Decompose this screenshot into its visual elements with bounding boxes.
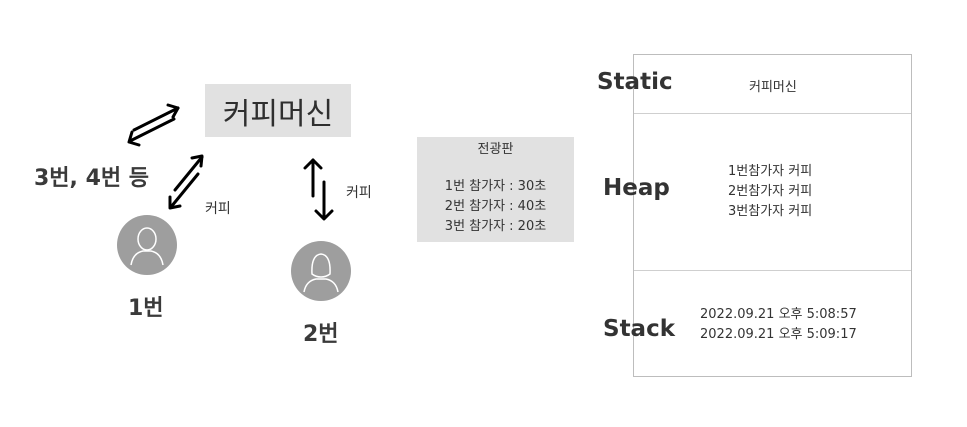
- scoreboard: 전광판 1번 참가자 : 30초 2번 참가자 : 40초 3번 참가자 : 2…: [417, 137, 574, 242]
- double-arrow-icon: [127, 103, 180, 147]
- coffee-label-participant-2: 커피: [346, 185, 372, 201]
- participant-1-label: 1번: [128, 296, 164, 321]
- heap-item: 3번참가자 커피: [728, 204, 813, 219]
- heap-list: 1번참가자 커피 2번참가자 커피 3번참가자 커피: [728, 162, 812, 222]
- stack-section-label: Stack: [603, 316, 676, 342]
- memory-table: [633, 54, 912, 377]
- other-participants-label: 3번, 4번 등: [34, 166, 150, 191]
- static-value: 커피머신: [749, 80, 797, 95]
- stack-list: 2022.09.21 오후 5:08:57 2022.09.21 오후 5:09…: [700, 305, 857, 345]
- coffee-machine-box: 커피머신: [205, 84, 351, 137]
- scoreboard-title: 전광판: [477, 142, 514, 157]
- scoreboard-row: 1번 참가자 : 30초: [444, 179, 547, 194]
- stack-item: 2022.09.21 오후 5:09:17: [700, 327, 857, 342]
- scoreboard-rows: 1번 참가자 : 30초 2번 참가자 : 40초 3번 참가자 : 20초: [417, 177, 574, 237]
- scoreboard-row: 3번 참가자 : 20초: [444, 219, 547, 234]
- coffee-label-participant-1: 커피: [205, 201, 231, 217]
- coffee-machine-label: 커피머신: [222, 96, 334, 132]
- heap-section-label: Heap: [603, 175, 670, 201]
- scoreboard-row: 2번 참가자 : 40초: [444, 199, 547, 214]
- double-arrow-icon: [168, 154, 204, 210]
- user-avatar-icon: [117, 215, 177, 275]
- double-arrow-icon: [303, 158, 334, 221]
- heap-stack-divider: [634, 270, 911, 271]
- static-section-label: Static: [597, 69, 673, 95]
- static-heap-divider: [634, 113, 911, 114]
- participant-2-label: 2번: [303, 322, 339, 347]
- heap-item: 1번참가자 커피: [728, 164, 813, 179]
- user-avatar-female-icon: [291, 241, 351, 301]
- stack-item: 2022.09.21 오후 5:08:57: [700, 307, 857, 322]
- heap-item: 2번참가자 커피: [728, 184, 813, 199]
